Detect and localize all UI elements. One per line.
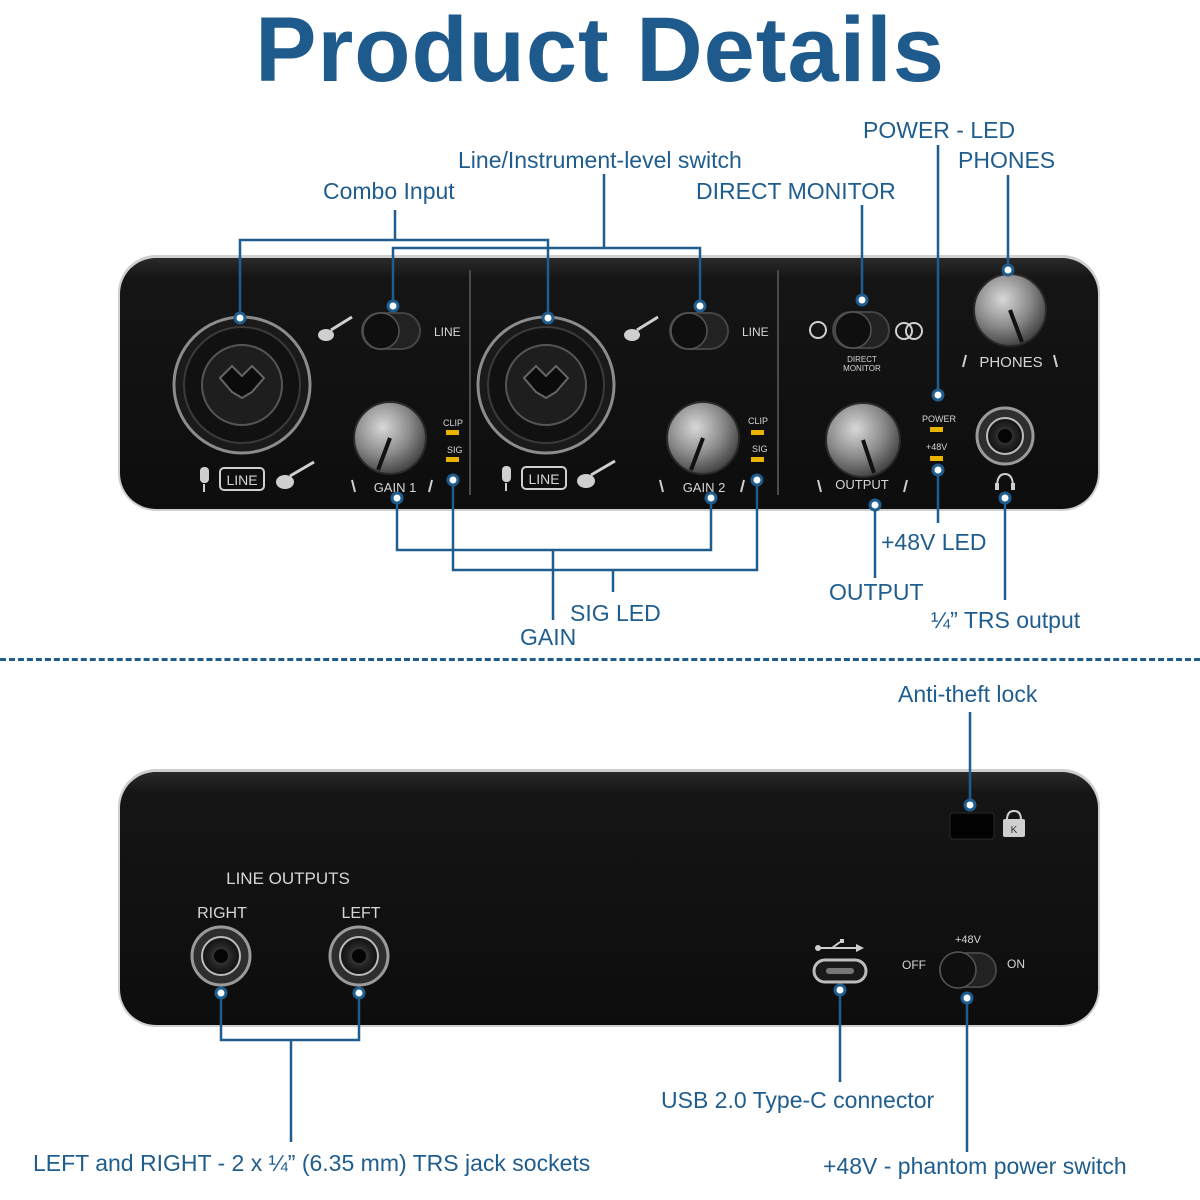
combo-input-1[interactable] [172, 315, 312, 455]
combo-input-2[interactable] [476, 315, 616, 455]
usb-c-port[interactable] [812, 958, 868, 984]
gain-knob-2[interactable] [666, 401, 740, 475]
microphone-icon [502, 466, 511, 491]
line-badge-2: LINE [528, 471, 559, 487]
gain-knob-1[interactable] [353, 401, 427, 475]
plus48v-back-label: +48V [955, 934, 982, 946]
guitar-icon [318, 315, 353, 341]
stereo-circles-icon [895, 322, 923, 340]
callout-sig-led: SIG LED [570, 600, 661, 626]
sig-led-2 [751, 457, 764, 462]
callout-combo-input: Combo Input [323, 178, 455, 204]
callout-anti-theft-lock: Anti-theft lock [898, 681, 1038, 707]
plus48v-label: +48V [926, 442, 947, 452]
right-output-jack[interactable] [190, 925, 252, 987]
sig-label-2: SIG [752, 444, 768, 454]
callout-phones: PHONES [958, 147, 1056, 173]
gain-1-label: GAIN 1 [374, 480, 417, 495]
line-label-1: LINE [434, 325, 461, 339]
page-title: Product Details [255, 0, 945, 101]
front-callout-dots [233, 263, 1015, 512]
gain-2-label: GAIN 2 [683, 480, 726, 495]
line-outputs-label: LINE OUTPUTS [226, 869, 350, 888]
clip-label-2: CLIP [748, 416, 768, 426]
callout-line-instrument-switch: Line/Instrument-level switch [458, 147, 742, 173]
back-callout-lines [219, 712, 972, 1152]
clip-led-2 [751, 430, 764, 435]
front-panel: LINE LINE LINE [118, 255, 1100, 511]
svg-text:K: K [1011, 825, 1018, 836]
callout-usb-connector: USB 2.0 Type-C connector [661, 1087, 935, 1113]
section-divider [0, 658, 1200, 661]
left-label: LEFT [341, 905, 380, 922]
headphones-icon [995, 472, 1015, 490]
callout-phantom-switch: +48V - phantom power switch [823, 1153, 1127, 1179]
phones-label: PHONES [979, 354, 1042, 371]
on-label: ON [1007, 957, 1025, 971]
line-instrument-switch-1[interactable] [361, 312, 421, 350]
callout-trs-output: ¼” TRS output [931, 607, 1081, 633]
callout-power-led: POWER - LED [863, 117, 1016, 143]
guitar-icon [577, 459, 616, 488]
plus48v-led [930, 456, 943, 461]
off-label: OFF [902, 958, 926, 972]
power-led [930, 427, 943, 432]
guitar-icon [276, 460, 315, 489]
phantom-power-switch[interactable] [939, 951, 997, 989]
phones-jack[interactable] [975, 406, 1035, 466]
kensington-lock-icon: K [1003, 809, 1025, 837]
back-callout-dots [214, 798, 977, 1005]
callout-gain: GAIN [520, 624, 577, 650]
left-output-jack[interactable] [328, 925, 390, 987]
power-label: POWER [922, 414, 957, 424]
right-label: RIGHT [197, 905, 247, 922]
callout-direct-monitor: DIRECT MONITOR [696, 178, 896, 204]
direct-monitor-label-2: MONITOR [843, 364, 881, 373]
front-callout-lines [238, 145, 1010, 620]
back-panel: LINE OUTPUTS RIGHT LEFT +48V OFF ON [118, 769, 1100, 1027]
direct-monitor-switch[interactable] [832, 311, 890, 349]
sig-led-1 [446, 457, 459, 462]
clip-led-1 [446, 430, 459, 435]
direct-monitor-label-1: DIRECT [847, 355, 877, 364]
microphone-icon [200, 467, 209, 492]
usb-icon [815, 939, 864, 952]
output-knob[interactable] [825, 402, 901, 478]
clip-label-1: CLIP [443, 418, 463, 428]
sig-label-1: SIG [447, 445, 463, 455]
line-instrument-switch-2[interactable] [669, 312, 729, 350]
guitar-icon [624, 315, 659, 341]
callout-jack-sockets: LEFT and RIGHT - 2 x ¼” (6.35 mm) TRS ja… [33, 1150, 591, 1176]
phones-knob[interactable] [973, 273, 1047, 347]
callout-plus48v-led: +48V LED [881, 529, 987, 555]
line-label-2: LINE [742, 325, 769, 339]
line-badge-1: LINE [226, 472, 257, 488]
mono-circle-icon [809, 321, 827, 339]
anti-theft-slot[interactable] [949, 812, 995, 840]
output-label: OUTPUT [835, 477, 889, 492]
callout-output: OUTPUT [829, 579, 924, 605]
